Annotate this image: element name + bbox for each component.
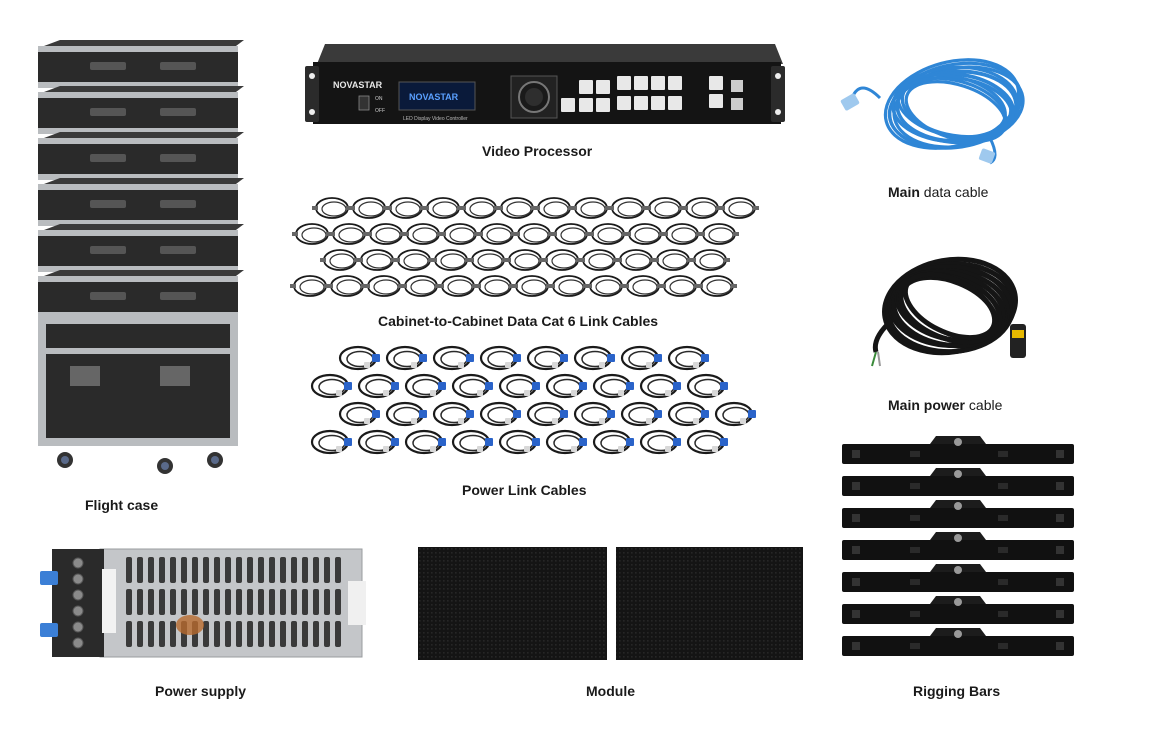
main-power-cable-image — [871, 256, 1026, 367]
module-pair — [418, 547, 806, 662]
cat6-link-cables-caption: Cabinet-to-Cabinet Data Cat 6 Link Cable… — [378, 313, 659, 329]
flight-case-stack — [30, 40, 245, 480]
power-supply-body — [40, 548, 366, 658]
data-cable-coil — [840, 58, 1025, 165]
main-data-cable-caption: Main data cable — [888, 184, 989, 200]
module-image — [418, 547, 803, 660]
power-cable-coil — [871, 256, 1026, 367]
video-processor-panel-text: LED Display Video Controller — [403, 116, 468, 122]
rigging-bar-stack — [842, 436, 1074, 656]
cat6-cable-grid — [290, 197, 759, 297]
main-data-cable — [840, 38, 1040, 168]
cat6-link-cables-image — [290, 197, 759, 297]
power-link-cables-image — [310, 345, 756, 455]
svg-text:NOVASTAR: NOVASTAR — [409, 92, 459, 102]
main-power-cable — [862, 228, 1042, 383]
main-power-cable-caption: Main power cable — [888, 397, 1003, 413]
rigging-bars-caption: Rigging Bars — [913, 683, 1001, 699]
rigging-bars-image — [842, 436, 1074, 656]
flight-case-stack-group — [38, 40, 244, 474]
power-supply-caption: Power supply — [155, 683, 247, 699]
power-supply-image — [40, 548, 366, 658]
video-processor: NOVASTAR ON OFF NOVASTAR LED Display Vid… — [305, 40, 785, 130]
video-processor-caption: Video Processor — [482, 143, 593, 159]
power-supply — [40, 545, 370, 660]
video-processor-brand: NOVASTAR — [333, 80, 383, 90]
main-data-cable-image — [840, 58, 1025, 165]
power-link-cables — [300, 340, 760, 465]
video-processor-image: NOVASTAR ON OFF NOVASTAR LED Display Vid… — [305, 44, 785, 124]
flight-case-image — [38, 40, 244, 474]
power-link-cables-caption: Power Link Cables — [462, 482, 587, 498]
switch-off-label: OFF — [375, 108, 385, 114]
module-caption: Module — [586, 683, 635, 699]
power-link-cable-grid — [310, 345, 756, 455]
rigging-bars — [838, 430, 1078, 670]
module-panel-left — [418, 547, 607, 660]
flight-case-caption: Flight case — [85, 497, 159, 513]
module-panel-right — [616, 547, 803, 660]
cat6-link-cables — [290, 190, 760, 305]
switch-on-label: ON — [375, 96, 383, 102]
